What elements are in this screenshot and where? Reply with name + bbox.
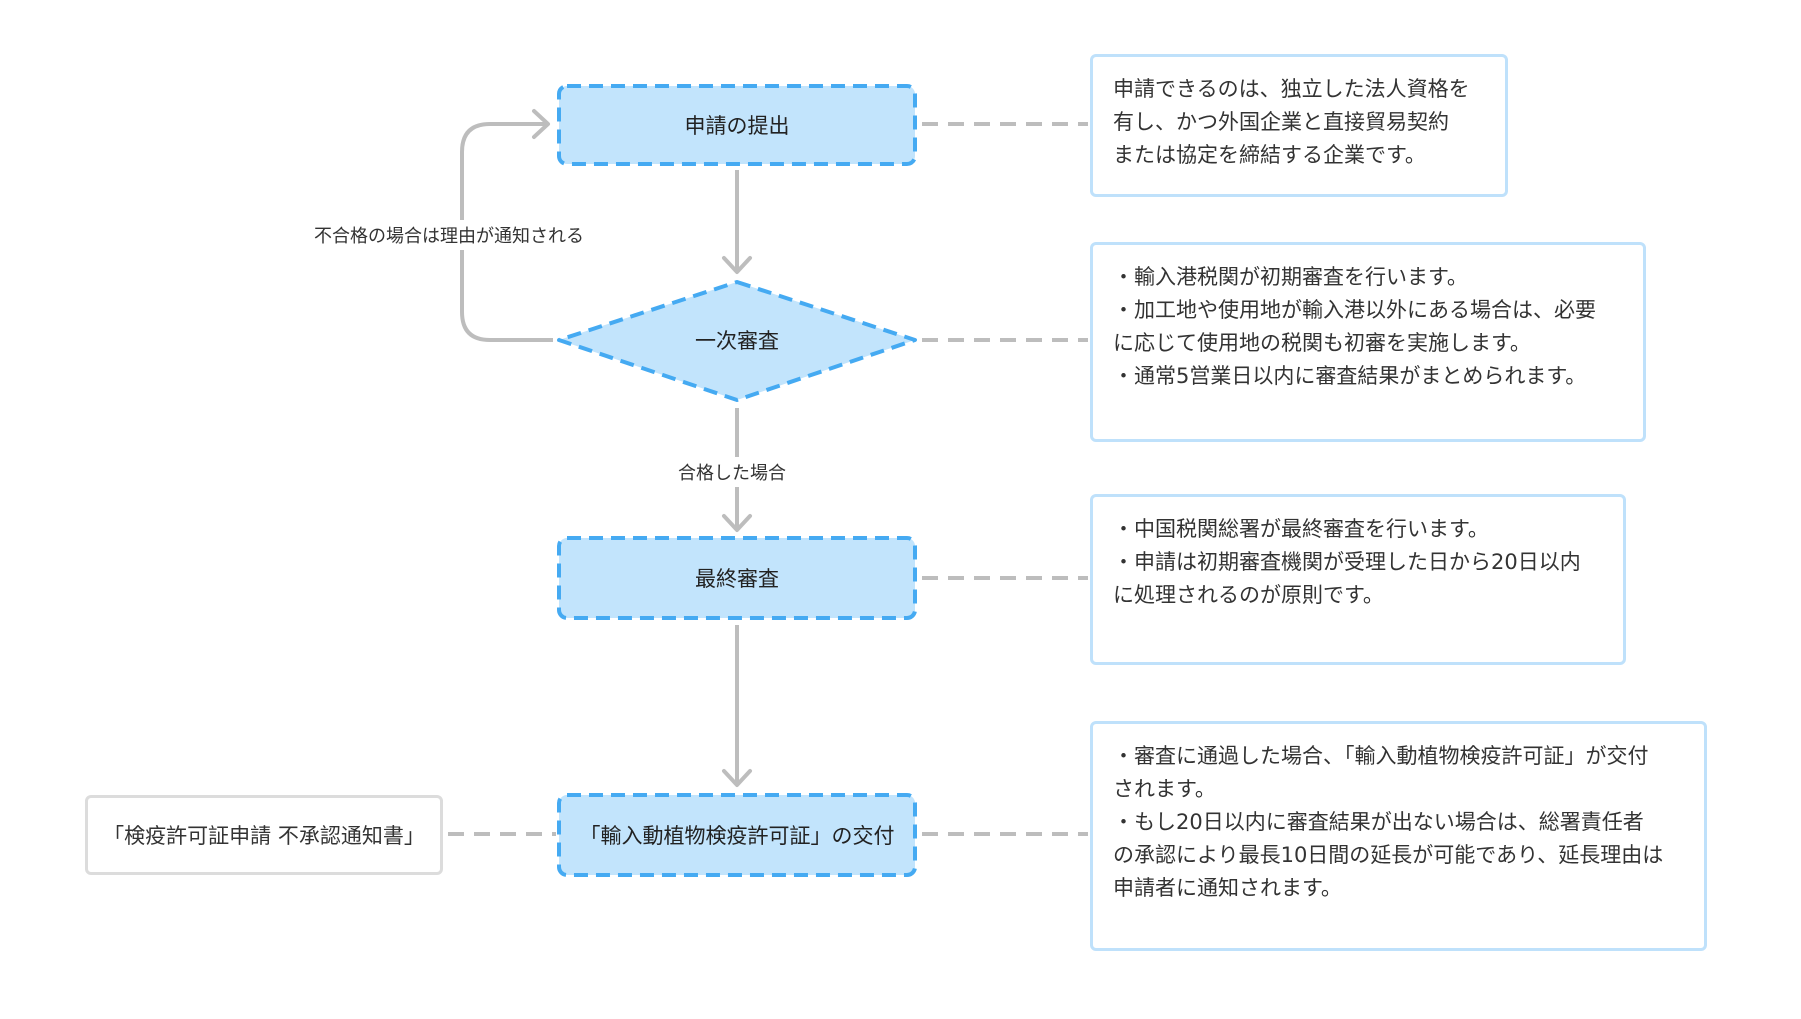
- note-issue: ・審査に通過した場合、「輸入動植物検疫許可証」が交付 されます。 ・もし20日以…: [1090, 721, 1707, 951]
- note-line: ・加工地や使用地が輸入港以外にある場合は、必要: [1113, 298, 1596, 322]
- note-line: または協定を締結する企業です。: [1113, 143, 1426, 167]
- node-final-review-shape: [557, 536, 917, 620]
- note-line: の承認により最長10日間の延長が可能であり、延長理由は: [1113, 843, 1664, 867]
- arrowhead-final-review: [722, 514, 752, 532]
- note-final-review: ・中国税関総署が最終審査を行います。 ・申請は初期審査機関が受理した日から20日…: [1090, 494, 1626, 665]
- note-line: 申請できるのは、独立した法人資格を: [1113, 77, 1470, 101]
- note-line: ・もし20日以内に審査結果が出ない場合は、総署責任者: [1113, 810, 1644, 834]
- arrowhead-first-review: [722, 256, 752, 274]
- arrowhead-fail-loop: [532, 109, 550, 139]
- edge-label-pass: 合格した場合: [674, 457, 790, 487]
- edge-label-fail: 不合格の場合は理由が通知される: [310, 220, 588, 250]
- node-submit: 申請の提出: [684, 114, 790, 138]
- note-line: ・輸入港税関が初期審査を行います。: [1113, 265, 1468, 289]
- note-line: 有し、かつ外国企業と直接貿易契約: [1113, 110, 1449, 134]
- node-issue-shape: [557, 793, 917, 877]
- node-submit-shape: [557, 84, 917, 166]
- note-first-review: ・輸入港税関が初期審査を行います。 ・加工地や使用地が輸入港以外にある場合は、必…: [1090, 242, 1646, 442]
- node-reject: 「検疫許可証申請 不承認通知書」: [85, 795, 443, 875]
- note-line: ・中国税関総署が最終審査を行います。: [1113, 517, 1489, 541]
- note-line: に応じて使用地の税関も初審を実施します。: [1113, 331, 1531, 355]
- note-line: に処理されるのが原則です。: [1113, 583, 1384, 607]
- node-first-review: 一次審査: [695, 329, 779, 353]
- note-line: されます。: [1113, 777, 1216, 801]
- note-line: ・通常5営業日以内に審査結果がまとめられます。: [1113, 364, 1587, 388]
- node-final-review: 最終審査: [695, 567, 779, 591]
- note-line: 申請者に通知されます。: [1113, 876, 1342, 900]
- note-line: ・審査に通過した場合、「輸入動植物検疫許可証」が交付: [1113, 744, 1649, 768]
- node-issue: 「輸入動植物検疫許可証」の交付: [579, 824, 895, 848]
- arrowhead-issue: [722, 769, 752, 787]
- node-first-review-shape: [557, 280, 917, 402]
- note-line: ・申請は初期審査機関が受理した日から20日以内: [1113, 550, 1581, 574]
- note-submit: 申請できるのは、独立した法人資格を 有し、かつ外国企業と直接貿易契約 または協定…: [1090, 54, 1508, 197]
